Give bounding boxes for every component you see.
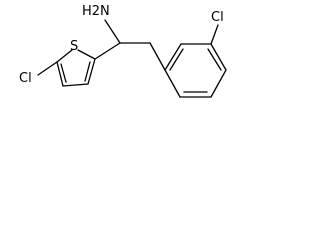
bond-n-c (104, 19, 121, 44)
thiophene-inner-double-c4-c5 (60, 63, 67, 83)
phenyl-chlorine-label: Cl (211, 10, 224, 25)
phenyl-bond-1-2 (164, 43, 182, 71)
sulfur-label: S (70, 39, 78, 54)
thiophene-bond-s-c2 (77, 49, 96, 60)
amine-label: H2N (82, 4, 110, 19)
bond-thiophene-cl (37, 61, 58, 76)
thiophene-chlorine-label: Cl (19, 71, 32, 86)
bond-ch2-ring (149, 42, 166, 71)
chemical-structure: H2N S Cl Cl (19, 4, 227, 98)
phenyl-bond-4-5 (210, 69, 227, 98)
phenyl-inner-double-3-4 (207, 48, 222, 71)
phenyl-inner-double-1-2 (169, 48, 184, 71)
thiophene-bond-c2-c3 (87, 58, 96, 85)
thiophene-bond-c5-s (56, 49, 73, 63)
bond-c-thiophene (94, 42, 121, 60)
bond-phenyl-cl (210, 24, 219, 45)
phenyl-bond-3-4 (210, 43, 227, 71)
thiophene-bond-c4-c5 (56, 61, 64, 87)
thiophene-bond-c3-c4 (62, 83, 89, 87)
label-layer: H2N S Cl Cl (19, 4, 224, 86)
thiophene-inner-double-c2-c3 (84, 61, 91, 82)
bond-layer (37, 19, 227, 98)
phenyl-bond-6-1 (164, 69, 181, 98)
